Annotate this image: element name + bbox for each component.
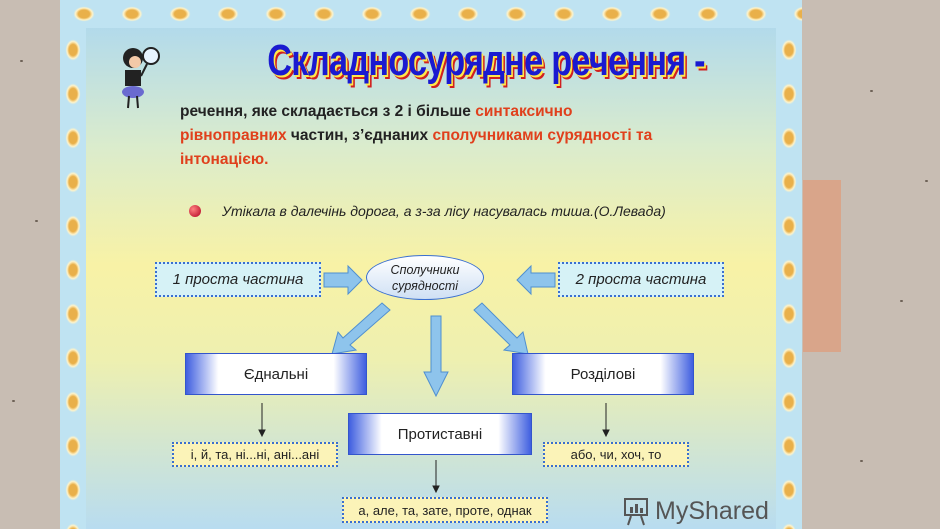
definition-part: речення, яке складається з 2 і більше — [180, 103, 476, 120]
conjunctions-disjunctive: або, чи, хоч, то — [543, 442, 689, 467]
speck — [860, 460, 863, 462]
arrow-down-left-icon — [331, 302, 391, 355]
ornament-border-left — [60, 28, 86, 529]
speck — [12, 400, 15, 402]
bullet-icon — [189, 205, 201, 217]
definition-highlight: сполучниками сурядності та інтонацією. — [180, 127, 653, 168]
presentation-board-icon — [624, 498, 648, 526]
center-label: сурядності — [391, 279, 459, 293]
definition-highlight: синтаксично рівноправних — [180, 103, 573, 144]
category-box-disjunctive: Розділові — [512, 353, 694, 395]
definition-text: речення, яке складається з 2 і більше си… — [180, 100, 680, 172]
conjunctions-adversative: а, але, та, зате, проте, однак — [342, 497, 548, 523]
center-label: Сполучники — [390, 263, 460, 277]
example-sentence: Утікала в далечінь дорога, а з-за лісу н… — [222, 203, 666, 219]
arrow-right-icon — [323, 264, 363, 296]
speck — [925, 180, 928, 182]
part1-box: 1 проста частина — [155, 262, 321, 297]
speck — [870, 90, 873, 92]
watermark-text: MyShared — [655, 496, 769, 525]
speck — [900, 300, 903, 302]
center-ellipse: Сполучники сурядності — [366, 255, 484, 300]
watermark: MyShared — [622, 496, 769, 526]
definition-part: частин, з’єднаних — [286, 127, 433, 144]
detective-clipart-icon — [122, 47, 160, 109]
diagram-arrows — [258, 264, 610, 494]
slide-title: Складносурядне речення - — [267, 36, 705, 85]
category-box-adversative: Протиставні — [348, 413, 532, 455]
ornament-border-top — [60, 0, 802, 28]
arrow-down-icon — [423, 315, 449, 398]
speck — [20, 60, 23, 62]
speck — [35, 220, 38, 222]
decorative-panel — [803, 180, 841, 352]
slide: Складносурядне речення - речення, яке ск… — [60, 0, 802, 529]
arrow-left-icon — [516, 264, 556, 296]
ornament-border-right — [776, 28, 802, 529]
arrow-down-right-icon — [473, 302, 529, 355]
conjunctions-joining: і, й, та, ні...ні, ані...ані — [172, 442, 338, 467]
category-box-joining: Єднальні — [185, 353, 367, 395]
part2-box: 2 проста частина — [558, 262, 724, 297]
